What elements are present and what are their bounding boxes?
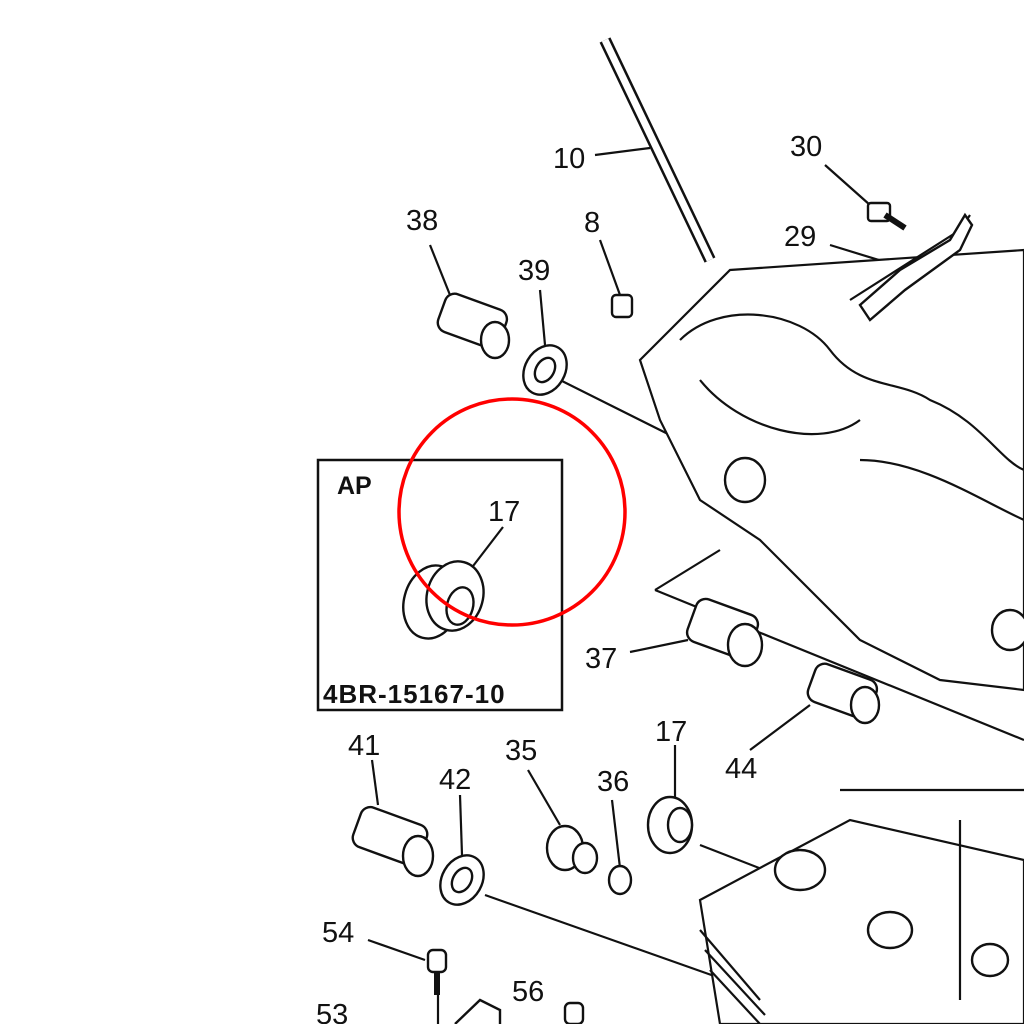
inset-variant-code: AP [337, 472, 372, 500]
callout-56: 56 [512, 976, 544, 1008]
callout-44: 44 [725, 753, 757, 785]
part-29-bracket [858, 212, 974, 322]
crankcase-lower [698, 788, 1024, 1024]
callout-30: 30 [790, 131, 822, 163]
part-38-dowel [436, 292, 511, 360]
part-42-washer [439, 854, 485, 906]
callout-53: 53 [316, 999, 348, 1024]
highlight-circle [397, 397, 627, 627]
part-8-nut [610, 293, 634, 319]
callout-42: 42 [439, 764, 471, 796]
inset-box-ap: AP 17 4BR-15167-10 [316, 458, 564, 712]
part-36-o-ring [607, 864, 633, 896]
part-30-bolt [866, 201, 907, 231]
part-35-plug [545, 824, 599, 875]
callout-29: 29 [784, 221, 816, 253]
part-41-dowel [351, 805, 435, 878]
inset-callout-17: 17 [488, 496, 520, 528]
part-44-dowel [806, 662, 881, 725]
callout-8: 8 [584, 207, 600, 239]
callout-10: 10 [553, 143, 585, 175]
part-17-bearing [646, 795, 694, 855]
part-39-washer [522, 344, 568, 396]
callout-54: 54 [322, 917, 354, 949]
callout-38: 38 [406, 205, 438, 237]
inset-part-number: 4BR-15167-10 [323, 679, 506, 709]
leader-lines [367, 146, 1024, 1024]
callout-37: 37 [585, 643, 617, 675]
cylinder-head-block [638, 214, 1024, 692]
callout-36: 36 [597, 766, 629, 798]
part-56-bolt [563, 1001, 585, 1024]
part-54-bolt [426, 948, 448, 995]
callout-41: 41 [348, 730, 380, 762]
callout-35: 35 [505, 735, 537, 767]
stud-bolt-10 [599, 37, 716, 263]
callout-17: 17 [655, 716, 687, 748]
callout-39: 39 [518, 255, 550, 287]
part-53-bracket [454, 998, 502, 1024]
part-37-dowel [685, 597, 764, 668]
